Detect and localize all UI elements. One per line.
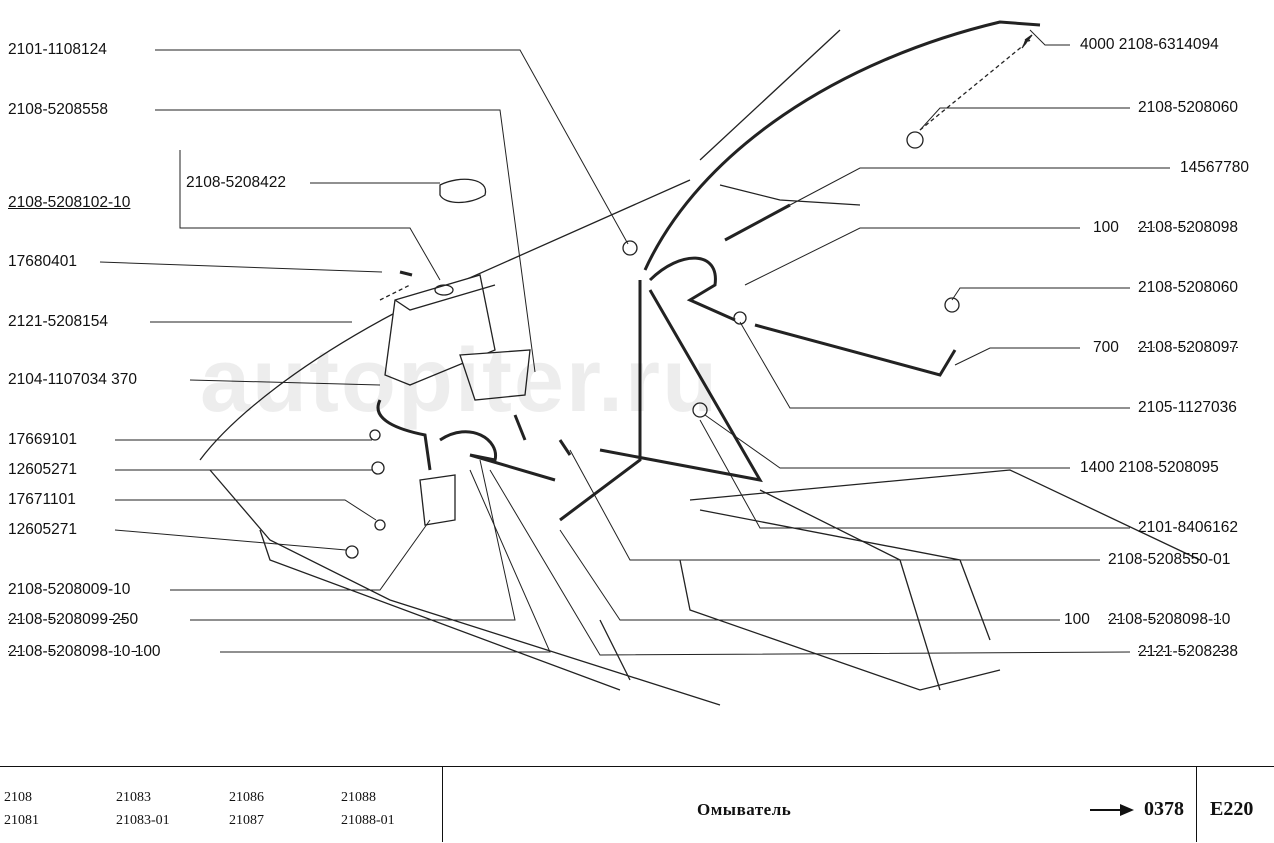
part-label: 2101-1108124	[8, 41, 107, 58]
washer-tube-short	[376, 399, 432, 471]
part-qty: 100	[1064, 611, 1090, 628]
washer-tube-rear	[643, 20, 1041, 271]
cap	[439, 178, 487, 204]
washer	[371, 461, 385, 475]
model-code: 21088	[341, 790, 376, 805]
body-outline	[209, 469, 721, 706]
section-code: E220	[1210, 798, 1254, 820]
washer-tube-front	[648, 256, 736, 322]
nozzle-fitting	[733, 311, 747, 325]
part-label: 2108-5208098-10 100	[8, 643, 161, 660]
body-outline	[719, 184, 861, 206]
part-label: 2121-5208154	[8, 313, 108, 330]
footer	[0, 766, 1274, 843]
part-label: 12605271	[8, 521, 77, 538]
clip	[399, 270, 413, 277]
body-outline	[759, 489, 941, 691]
pump	[419, 474, 456, 526]
part-label: 2104-1107034 370	[8, 371, 138, 388]
washer	[345, 545, 359, 559]
part-qty: 700	[1093, 339, 1119, 356]
watermark: autopiter.ru	[200, 331, 720, 431]
part-label: 17680401	[8, 253, 77, 270]
model-code: 21086	[229, 790, 264, 805]
model-code: 21087	[229, 813, 264, 828]
model-code: 21088-01	[341, 813, 395, 828]
section-title: Омыватель	[697, 800, 792, 819]
part-qty: 100	[1093, 219, 1119, 236]
check-valve	[692, 402, 708, 418]
washer-tube-lower	[599, 289, 763, 483]
tee-fitting	[513, 414, 572, 456]
page-number: 0378	[1144, 798, 1184, 820]
bracket	[459, 349, 531, 401]
rear-nozzle-tube	[724, 203, 791, 242]
part-label: 2108-5208009-10	[8, 581, 131, 598]
part-label: 2108-5208558	[8, 101, 108, 118]
body-outline	[689, 469, 1201, 561]
part-label: 1400 2108-5208095	[1080, 459, 1219, 476]
part-label: 2108-5208422	[186, 174, 286, 191]
part-label: 17671101	[8, 491, 76, 508]
grommet	[622, 240, 638, 256]
nozzle	[906, 131, 924, 149]
part-label-assembly: 2108-5208102-10	[8, 194, 131, 211]
washer-system-diagram	[99, 20, 1201, 706]
part-label: 14567780	[1180, 159, 1249, 176]
part-label: 2108-5208060	[1138, 279, 1238, 296]
body-outline	[259, 529, 621, 691]
body-outline	[679, 559, 1001, 691]
body-outline	[599, 619, 631, 681]
model-code: 21081	[4, 813, 39, 828]
bolt	[374, 519, 386, 531]
washer-tube-pump	[439, 430, 556, 482]
washer-tube-long	[559, 280, 642, 522]
model-code: 21083	[116, 790, 151, 805]
part-label: 2101-8406162	[1138, 519, 1238, 536]
part-label: 4000 2108-6314094	[1080, 36, 1219, 53]
part-label: 12605271	[8, 461, 77, 478]
model-code: 2108	[4, 790, 32, 805]
part-label: 2108-5208097	[1138, 339, 1238, 356]
part-label: 2108-5208550-01	[1108, 551, 1231, 568]
arrow-right-icon	[1090, 804, 1134, 816]
nozzle	[944, 297, 960, 313]
part-label: 2108-5208098-10	[1108, 611, 1231, 628]
part-label: 17669101	[8, 431, 77, 448]
part-label: 2108-5208060	[1138, 99, 1238, 116]
part-label: 2108-5208098	[1138, 219, 1238, 236]
part-label: 2121-5208238	[1138, 643, 1238, 660]
washer-tube-right	[754, 323, 957, 377]
bolt	[369, 429, 381, 441]
body-outline	[699, 29, 841, 161]
part-label: 2105-1127036	[1138, 399, 1237, 416]
part-label: 2108-5208099 250	[8, 611, 139, 628]
model-code: 21083-01	[116, 813, 170, 828]
